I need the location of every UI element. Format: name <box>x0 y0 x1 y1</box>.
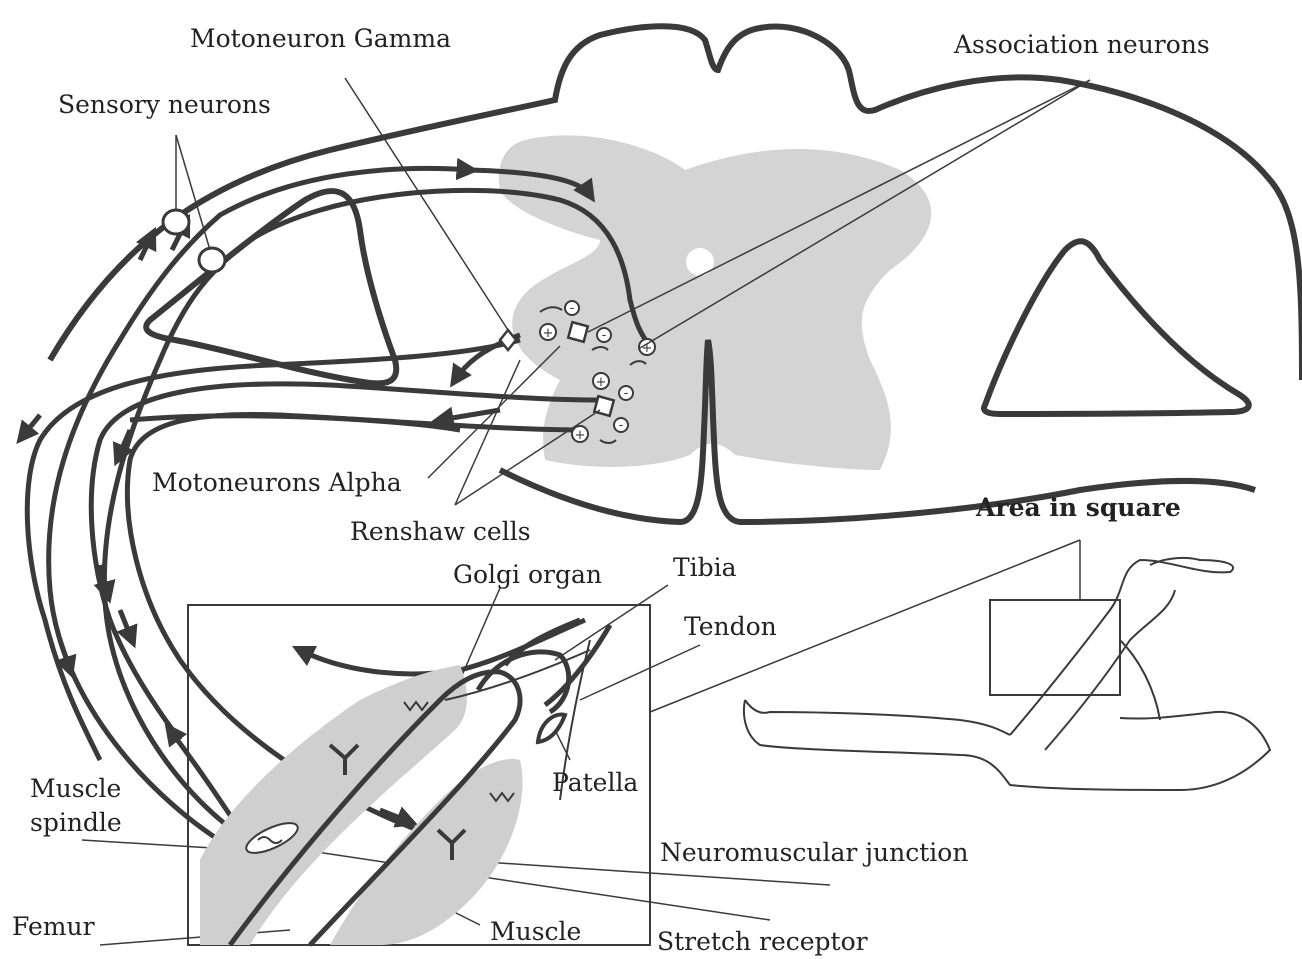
label-stretch-receptor: Stretch receptor <box>657 927 868 957</box>
synapse-excitatory-4: + <box>572 426 588 443</box>
label-sensory-neurons: Sensory neurons <box>58 90 271 120</box>
label-association-neurons: Association neurons <box>954 30 1210 60</box>
label-neuromuscular-junction: Neuromuscular junction <box>660 838 968 868</box>
synapse-inhibitory-2: - <box>597 328 611 343</box>
label-motoneurons-alpha: Motoneurons Alpha <box>152 468 402 498</box>
label-muscle: Muscle <box>490 917 581 947</box>
label-patella: Patella <box>552 768 638 798</box>
synapse-sign: - <box>602 328 607 343</box>
right-cord-triangle <box>984 241 1249 414</box>
label-tendon: Tendon <box>684 612 777 642</box>
label-renshaw-cells: Renshaw cells <box>350 517 531 547</box>
synapse-sign: - <box>624 386 629 401</box>
sensory-neuron-body-2 <box>199 248 225 272</box>
synapse-sign: - <box>619 418 624 433</box>
label-femur: Femur <box>12 912 95 942</box>
person-figure <box>744 558 1270 790</box>
sensory-neuron-body-1 <box>163 210 189 234</box>
label-tibia: Tibia <box>673 553 737 583</box>
label-motoneuron-gamma: Motoneuron Gamma <box>190 24 451 54</box>
synapse-inhibitory-4: - <box>614 418 628 433</box>
renshaw-cell-2 <box>594 396 614 416</box>
synapse-excitatory-1: + <box>540 324 556 341</box>
synapse-excitatory-3: + <box>593 373 609 390</box>
label-area-in-square: Area in square <box>976 493 1181 523</box>
synapse-sign: + <box>596 375 607 390</box>
synapse-sign: + <box>543 326 554 341</box>
patella <box>538 714 565 742</box>
synapse-sign: + <box>575 428 586 443</box>
synapse-inhibitory-3: - <box>619 386 633 401</box>
label-golgi-organ: Golgi organ <box>453 560 602 590</box>
synapse-inhibitory-1: - <box>565 301 579 316</box>
synapse-sign: - <box>570 301 575 316</box>
label-muscle-spindle: Muscle spindle <box>30 772 160 840</box>
golgi-afferent <box>300 620 585 674</box>
renshaw-cell-1 <box>568 322 588 342</box>
